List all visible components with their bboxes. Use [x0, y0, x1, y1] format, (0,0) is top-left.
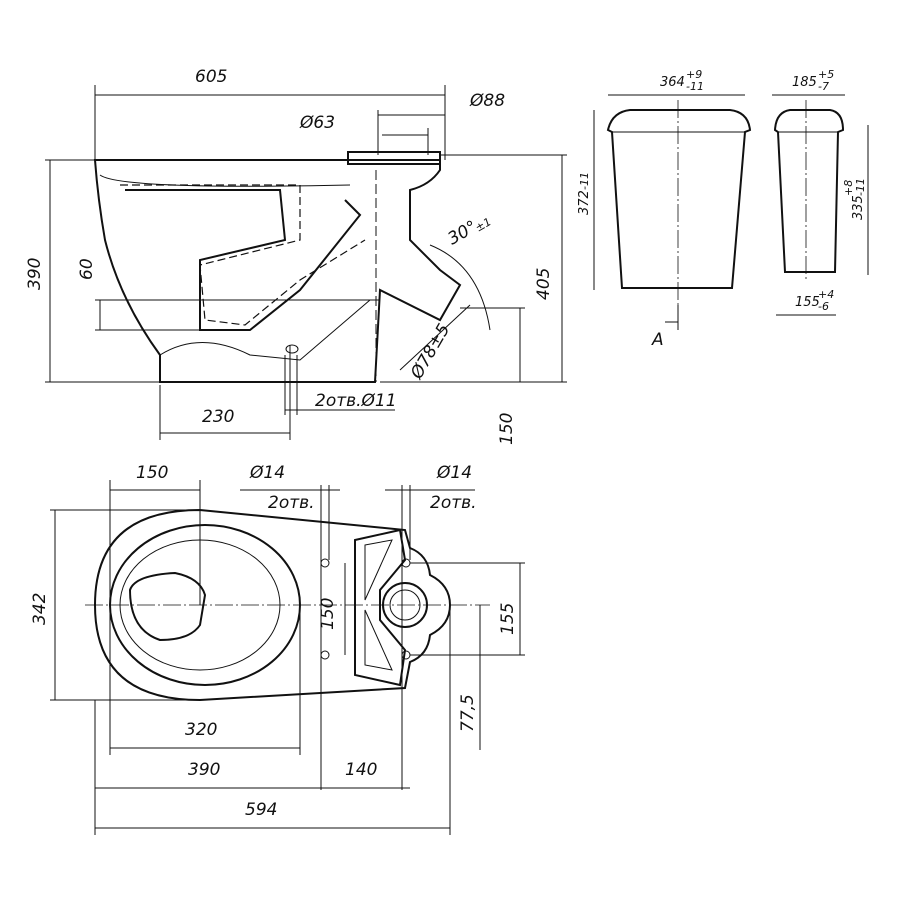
tank-width-tol-down: -11	[686, 80, 704, 93]
dim-390-length: 390	[188, 760, 220, 780]
tank-side-height: 335	[851, 195, 866, 220]
tank-front-view: 364 +9 -11 372 -11 A	[577, 68, 752, 350]
tank-side-width-tol-down: -7	[818, 80, 829, 93]
dim-60: 60	[77, 258, 97, 280]
dim-230: 230	[202, 407, 234, 427]
tank-bottom-tol-up: +4	[818, 288, 834, 301]
dim-pipe-outer: Ø88	[469, 91, 505, 111]
tank-height-tol: -11	[578, 172, 591, 190]
dim-hole-dia-1: Ø14	[249, 463, 285, 483]
dim-594: 594	[245, 800, 277, 820]
dim-155: 155	[498, 603, 518, 635]
tank-height: 372	[577, 190, 592, 215]
tank-width-tol-up: +9	[686, 68, 702, 81]
tank-bottom: 155	[795, 295, 820, 310]
dim-77-5: 77,5	[458, 694, 478, 732]
dim-140: 140	[345, 760, 377, 780]
dim-605: 605	[195, 67, 227, 87]
tank-width: 364	[660, 75, 685, 90]
dim-pipe-inner: Ø63	[299, 113, 335, 133]
dim-hole-spacing: 150	[318, 598, 338, 630]
dim-405: 405	[534, 268, 554, 300]
tank-bottom-tol-down: -6	[818, 300, 829, 313]
dim-holes-1: 2отв.	[268, 493, 315, 513]
side-view: 605 Ø88 Ø63 390 60 405 30° ±1 Ø78±5 230 …	[25, 67, 567, 445]
dim-390-height: 390	[25, 258, 45, 290]
tank-side-width: 185	[792, 75, 817, 90]
dim-150-outlet: 150	[497, 413, 517, 445]
tank-side-view: 185 +5 -7 335 +8 -11 155 +4 -6	[772, 68, 869, 316]
dim-outlet: Ø78±5	[407, 320, 455, 383]
dim-150-top: 150	[136, 463, 168, 483]
dim-holes-2: 2отв.	[430, 493, 477, 513]
section-label: A	[651, 330, 664, 350]
dim-320: 320	[185, 720, 217, 740]
dim-hole-dia-2: Ø14	[436, 463, 472, 483]
dim-holes-11: 2отв.Ø11	[315, 391, 397, 411]
tank-side-width-tol-up: +5	[818, 68, 834, 81]
tank-side-height-tol-down: -11	[854, 178, 867, 196]
tank-side-height-tol-up: +8	[842, 180, 855, 196]
top-view: 150 Ø14 2отв. Ø14 2отв. 342 150 155 77,5…	[30, 463, 525, 835]
dim-342: 342	[30, 593, 50, 625]
